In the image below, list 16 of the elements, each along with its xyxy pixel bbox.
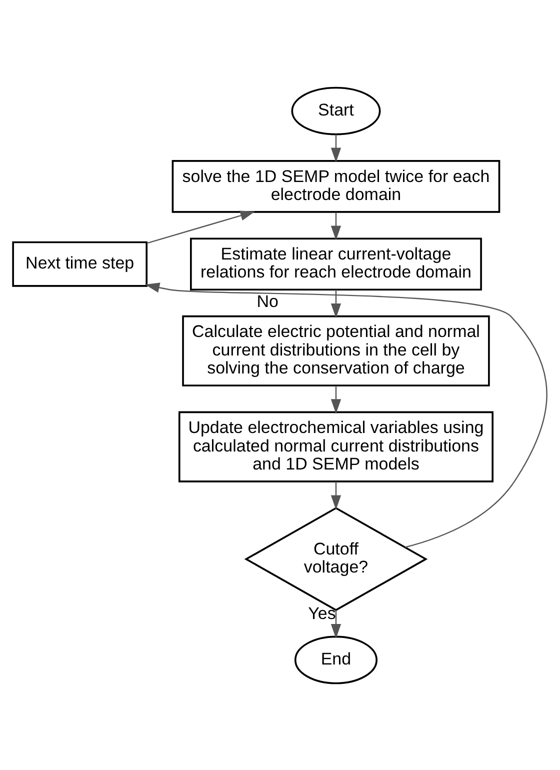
node-ellipse: End [294,635,378,684]
node-box: solve the 1D SEMP model twice for each electrode domain [172,160,500,212]
node-box: Calculate electric potential and normal current distributions in the cell by solving the conservation of charge [182,314,490,386]
arrow [144,282,548,548]
arrow [146,210,255,244]
arrow [330,289,342,318]
edge-label: No [256,292,278,311]
arrow [330,134,342,162]
arrow [330,385,342,414]
node-box: Update electrochemical variables using calculated normal current distributions and 1D SEMP models [178,410,494,482]
arrow [330,212,342,240]
node-box: Estimate linear current-voltage relations for reach electrode domain [190,237,482,290]
arrow [330,610,342,638]
node-ellipse: Start [291,86,381,135]
arrow [330,481,342,510]
node-box: Next time step [12,240,148,286]
